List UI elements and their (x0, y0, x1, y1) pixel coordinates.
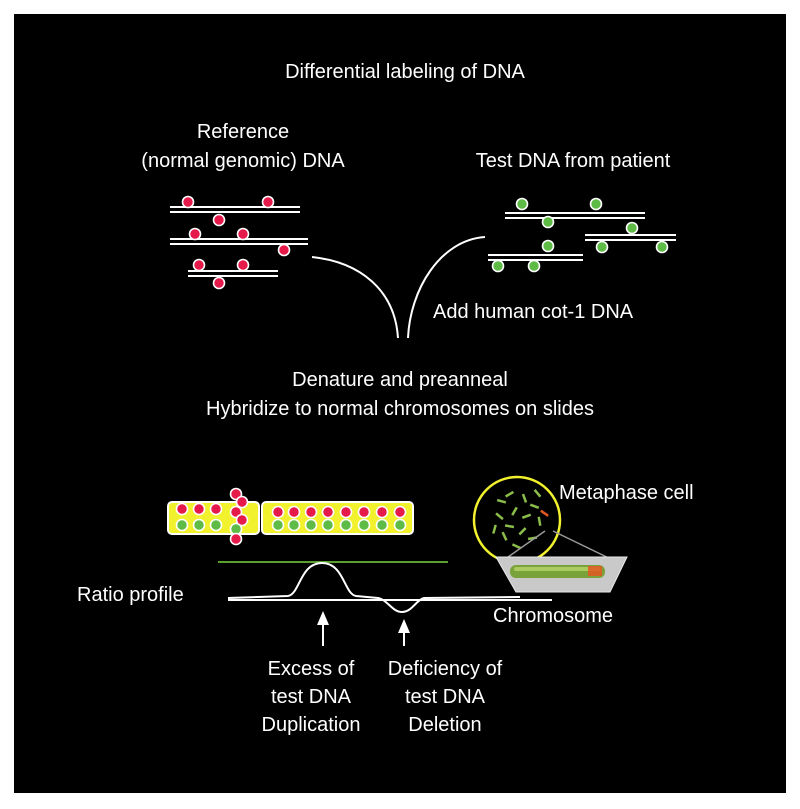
process-label-line2: Hybridize to normal chromosomes on slide… (206, 398, 594, 420)
chromosome-label: Chromosome (493, 605, 613, 627)
chromosome-probe-dot (209, 518, 223, 532)
excess-label-line1: Excess of (268, 658, 355, 680)
metaphase-chromosome (495, 512, 504, 521)
reference-dna-fragments (170, 195, 308, 290)
test-merge-curve (407, 236, 486, 339)
chromosome-probe-dot (229, 532, 243, 546)
metaphase-chromosome (540, 509, 549, 517)
chromosome-probe-dot (357, 505, 371, 519)
diagram-title: Differential labeling of DNA (285, 61, 525, 83)
chromosome-arm-long (261, 501, 414, 535)
chromosome-probe-dot (375, 518, 389, 532)
metaphase-chromosome (518, 527, 527, 536)
chromosome-probe-dot (339, 518, 353, 532)
chromosome-probe-dot (304, 518, 318, 532)
metaphase-chromosome (504, 524, 515, 529)
upward-arrow-icon (317, 611, 329, 646)
slide-chromosome-red-band (588, 566, 602, 576)
chromosome-probe-dot (393, 505, 407, 519)
test-probe-dot (589, 197, 603, 211)
metaphase-cell-icon (472, 475, 562, 565)
test-probe-dot (515, 197, 529, 211)
metaphase-chromosome (504, 490, 515, 498)
metaphase-chromosome (496, 498, 507, 504)
chromosome-probe-dot (321, 505, 335, 519)
reference-label-line2: (normal genomic) DNA (141, 150, 345, 172)
chromosome-probe-dot (192, 502, 206, 516)
chromosome-probe-dot (321, 518, 335, 532)
metaphase-label: Metaphase cell (559, 482, 694, 504)
chromosome-probe-dot (339, 505, 353, 519)
test-probe-dot (655, 240, 669, 254)
metaphase-chromosome (521, 493, 528, 503)
reference-probe-dot (261, 195, 275, 209)
reference-probe-dot (236, 258, 250, 272)
chromosome-probe-dot (271, 505, 285, 519)
upward-arrow-icon (398, 619, 410, 646)
metaphase-chromosome (492, 524, 497, 534)
test-dna-fragments (488, 197, 676, 273)
chromosome-probe-dot (209, 502, 223, 516)
metaphase-chromosome (511, 506, 518, 516)
reference-probe-dot (212, 213, 226, 227)
chromosome-probe-dot (175, 518, 189, 532)
ratio-profile-label: Ratio profile (77, 584, 184, 606)
chromosome-probe-dot (192, 518, 206, 532)
process-label-line1: Denature and preanneal (292, 369, 508, 391)
test-probe-dot (541, 215, 555, 229)
hybridized-chromosome (167, 487, 414, 546)
test-probe-dot (541, 239, 555, 253)
chromosome-probe-dot (287, 518, 301, 532)
metaphase-chromosome (501, 531, 508, 541)
reference-probe-dot (188, 227, 202, 241)
zoom-line (507, 530, 546, 558)
reference-probe-dot (277, 243, 291, 257)
cot1-label: Add human cot-1 DNA (433, 301, 634, 323)
reference-merge-curve (311, 256, 399, 339)
test-probe-dot (527, 259, 541, 273)
chromosome-probe-dot (287, 505, 301, 519)
chromosome-probe-dot (357, 518, 371, 532)
diagram-panel (14, 14, 786, 793)
chromosome-probe-dot (235, 495, 249, 509)
chromosome-probe-dot (304, 505, 318, 519)
reference-label-line1: Reference (197, 121, 289, 143)
deficiency-label-line1: Deficiency of (388, 658, 503, 680)
chromosome-probe-dot (393, 518, 407, 532)
chromosome-probe-dot (375, 505, 389, 519)
metaphase-chromosome (533, 488, 542, 498)
test-probe-dot (595, 240, 609, 254)
metaphase-chromosome (529, 503, 540, 509)
metaphase-chromosome (537, 516, 542, 526)
chromosome-probe-dot (235, 513, 249, 527)
chromosome-probe-dot (175, 502, 189, 516)
reference-probe-dot (192, 258, 206, 272)
excess-label-line3: Duplication (262, 714, 361, 736)
test-probe-dot (491, 259, 505, 273)
reference-probe-dot (236, 227, 250, 241)
ratio-profile-curve (227, 561, 521, 614)
reference-probe-dot (212, 276, 226, 290)
metaphase-chromosome (511, 543, 522, 550)
test-dna-label: Test DNA from patient (476, 150, 671, 172)
test-probe-dot (625, 221, 639, 235)
slide-chromosome-highlight (514, 567, 601, 571)
chromosome-probe-dot (271, 518, 285, 532)
metaphase-chromosome (521, 513, 532, 519)
deficiency-label-line2: test DNA (405, 686, 486, 708)
microscope-slide-icon (495, 556, 628, 593)
reference-probe-dot (181, 195, 195, 209)
deficiency-label-line3: Deletion (408, 714, 481, 736)
excess-label-line2: test DNA (271, 686, 352, 708)
